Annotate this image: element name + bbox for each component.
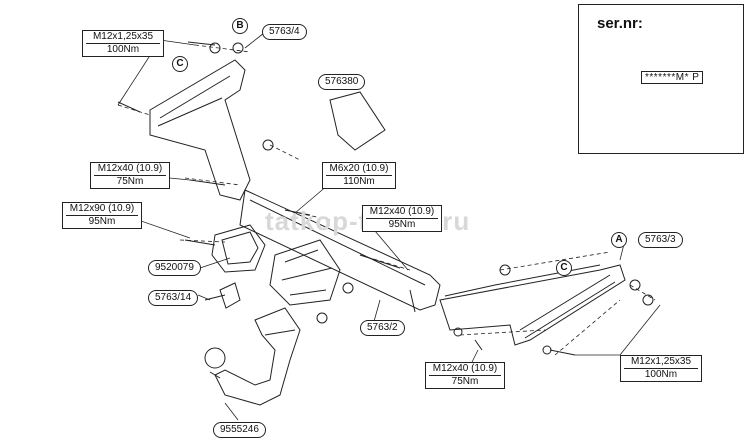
panel-title: ser.nr: [597,15,643,32]
tow-ball [204,347,226,369]
spec-size: M12x40 (10.9) [94,163,166,176]
callout-left-bracket: 5763/4 [262,24,307,40]
spec-torque: 100Nm [644,369,678,380]
callout-crossbar: 5763/2 [360,320,405,336]
spec-left-long-bolt: M12x90 (10.9) 95Nm [62,202,142,229]
ball-hook [214,307,301,406]
spec-bottom-mid-bolt: M12x40 (10.9) 75Nm [425,362,505,389]
spec-right-mid-bolt: M12x40 (10.9) 95Nm [362,205,442,232]
spec-torque: 100Nm [106,44,140,55]
socket-plate [211,224,266,273]
spec-top-bolt: M12x1,25x35 100Nm [82,30,164,57]
small-plate [219,282,241,309]
spec-left-mid-bolt: M12x40 (10.9) 75Nm [90,162,170,189]
spec-size: M6x20 (10.9) [326,163,392,176]
callout-sticker: 576380 [318,74,366,90]
spec-size: M12x1,25x35 [86,31,160,44]
crossbar [239,189,441,311]
callout-socket: 9520079 [148,260,201,276]
spec-size: M12x40 (10.9) [429,363,501,376]
label-c-left: C [172,56,188,72]
spec-size: M12x40 (10.9) [366,206,438,219]
bolts [117,41,654,356]
spec-center-bolt: M6x20 (10.9) 110Nm [322,162,396,189]
sticker [329,91,386,151]
callout-plate: 5763/14 [148,290,199,306]
label-b: B [232,18,248,34]
callout-ball: 9555246 [213,422,266,438]
spec-torque: 75Nm [116,176,144,187]
spec-size: M12x90 (10.9) [66,203,138,216]
spec-torque: 95Nm [88,216,116,227]
right-bracket [439,264,626,346]
serial-number-panel: ser.nr: *******M* P [578,4,744,154]
spec-torque: 95Nm [388,219,416,230]
spec-torque: 110Nm [343,176,375,187]
label-c-right: C [556,260,572,276]
label-a: A [611,232,627,248]
spec-torque: 75Nm [451,376,479,387]
left-bracket [149,59,251,201]
callout-right-bracket: 5763/3 [638,232,683,248]
center-bracket [269,239,341,306]
spec-size: M12x1,25x35 [624,356,698,369]
spec-bottom-right-bolt: M12x1,25x35 100Nm [620,355,702,382]
serial-code: *******M* P [641,71,704,84]
